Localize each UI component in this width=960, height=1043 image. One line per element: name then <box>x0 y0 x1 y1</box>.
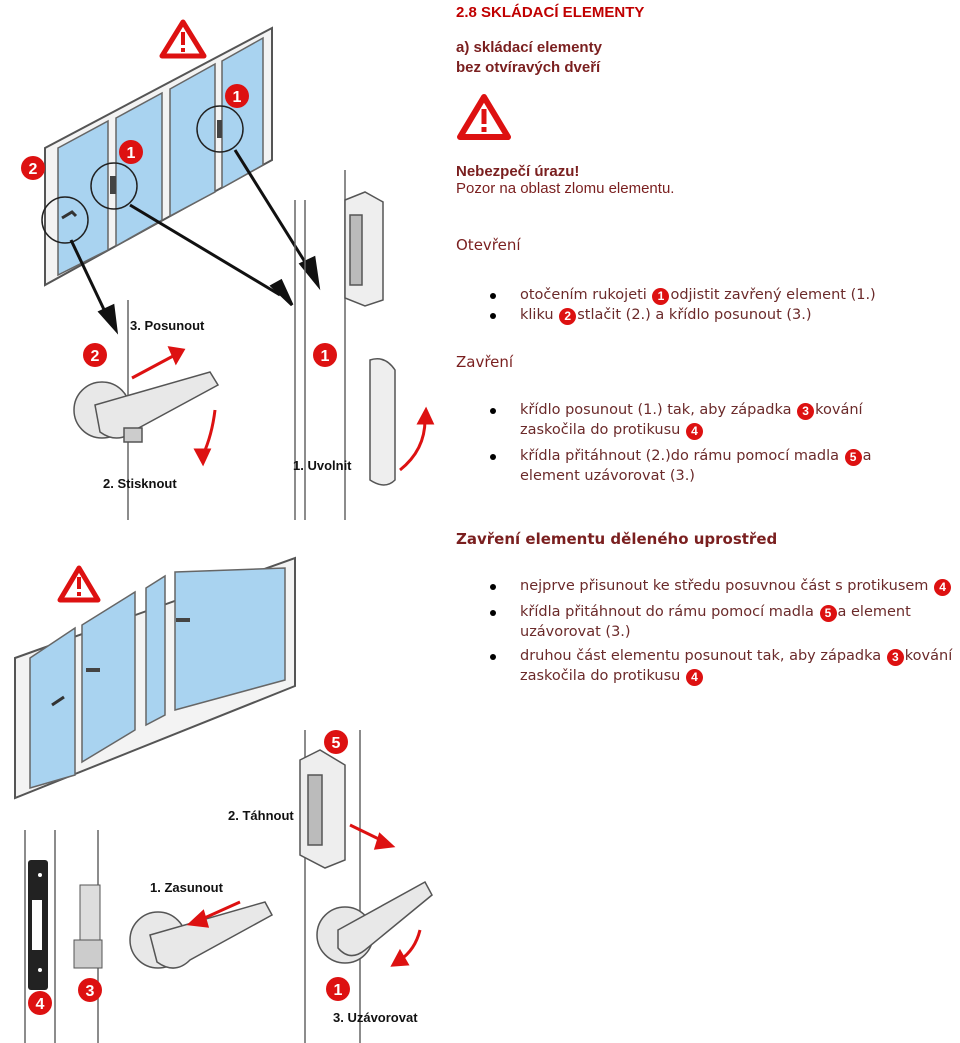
number-4-icon: 4 <box>685 423 703 440</box>
lever-handle <box>129 901 274 969</box>
svg-text:1: 1 <box>233 89 242 106</box>
pull-handle <box>344 191 396 486</box>
number-1-icon: 1 <box>652 288 670 305</box>
label-posunout: 3. Posunout <box>130 318 205 333</box>
locking-lever-handle <box>316 880 433 964</box>
badge-3-icon: 3 <box>78 978 102 1002</box>
number-5-icon: 5 <box>819 605 837 622</box>
closing-mid-title: Zavření elementu děleného uprostřed <box>456 530 778 548</box>
svg-text:4: 4 <box>36 996 45 1013</box>
folding-window-divided <box>14 556 296 800</box>
closing-mid-list: nejprve přisunout ke středu posuvnou čás… <box>456 576 960 686</box>
subheading-line2: bez otvíravých dveří <box>456 59 601 76</box>
badge-5-icon: 5 <box>324 730 348 754</box>
warning-title: Nebezpečí úrazu! <box>456 163 580 180</box>
svg-text:3: 3 <box>86 983 95 1000</box>
badge-1-icon: 1 <box>225 84 249 108</box>
badge-2-icon: 2 <box>21 156 45 180</box>
warning-text: Pozor na oblast zlomu elementu. <box>456 180 675 197</box>
label-tahnout: 2. Táhnout <box>228 808 294 823</box>
badge-1-icon: 1 <box>313 343 337 367</box>
label-uvolnit: 1. Uvolnit <box>293 458 352 473</box>
warning-triangle-icon <box>57 565 101 603</box>
closing-title: Zavření <box>456 353 514 371</box>
subheading-line1: a) skládací elementy <box>456 39 602 56</box>
svg-text:5: 5 <box>332 735 341 752</box>
illustration-open: 2 1 1 2 1 3. Posunout 2. Stisknout 1. Uv… <box>21 19 435 520</box>
list-item: křídla přitáhnout (2.)do rámu pomocí mad… <box>456 446 916 486</box>
svg-text:1: 1 <box>127 145 136 162</box>
label-uzavorovat: 3. Uzávorovat <box>333 1010 418 1025</box>
label-stisknout: 2. Stisknout <box>103 476 177 491</box>
warning-triangle-icon <box>159 19 207 59</box>
badge-1-icon: 1 <box>119 140 143 164</box>
number-4-icon: 4 <box>685 669 703 686</box>
strike-plate <box>28 860 103 990</box>
pull-handle <box>299 749 346 869</box>
svg-text:2: 2 <box>91 348 100 365</box>
number-3-icon: 3 <box>797 403 815 420</box>
number-2-icon: 2 <box>559 308 577 325</box>
warning-triangle-icon <box>457 94 511 140</box>
badge-1-icon: 1 <box>326 977 350 1001</box>
number-5-icon: 5 <box>844 449 862 466</box>
motion-arrows <box>131 346 435 472</box>
badge-2-icon: 2 <box>83 343 107 367</box>
number-3-icon: 3 <box>886 649 904 666</box>
subheading: a) skládací elementy bez otvíravých dveř… <box>456 38 602 78</box>
label-zasunout: 1. Zasunout <box>150 880 224 895</box>
illustration-close: 5 4 3 1 2. Táhnout 1. Zasunout 3. Uzávor… <box>14 556 433 1043</box>
list-item: druhou část elementu posunout tak, aby z… <box>456 646 960 686</box>
list-item: křídla přitáhnout do rámu pomocí madla 5… <box>456 602 960 642</box>
svg-text:2: 2 <box>29 161 38 178</box>
lever-handle <box>73 371 220 443</box>
page-heading: 2.8 SKLÁDACÍ ELEMENTY <box>456 4 645 21</box>
motion-arrows <box>186 823 422 967</box>
svg-text:1: 1 <box>334 982 343 999</box>
opening-title: Otevření <box>456 236 521 254</box>
folding-window <box>41 26 273 287</box>
number-4-icon: 4 <box>934 579 952 596</box>
badge-4-icon: 4 <box>28 991 52 1015</box>
list-item: nejprve přisunout ke středu posuvnou čás… <box>456 576 960 596</box>
svg-text:1: 1 <box>321 348 330 365</box>
